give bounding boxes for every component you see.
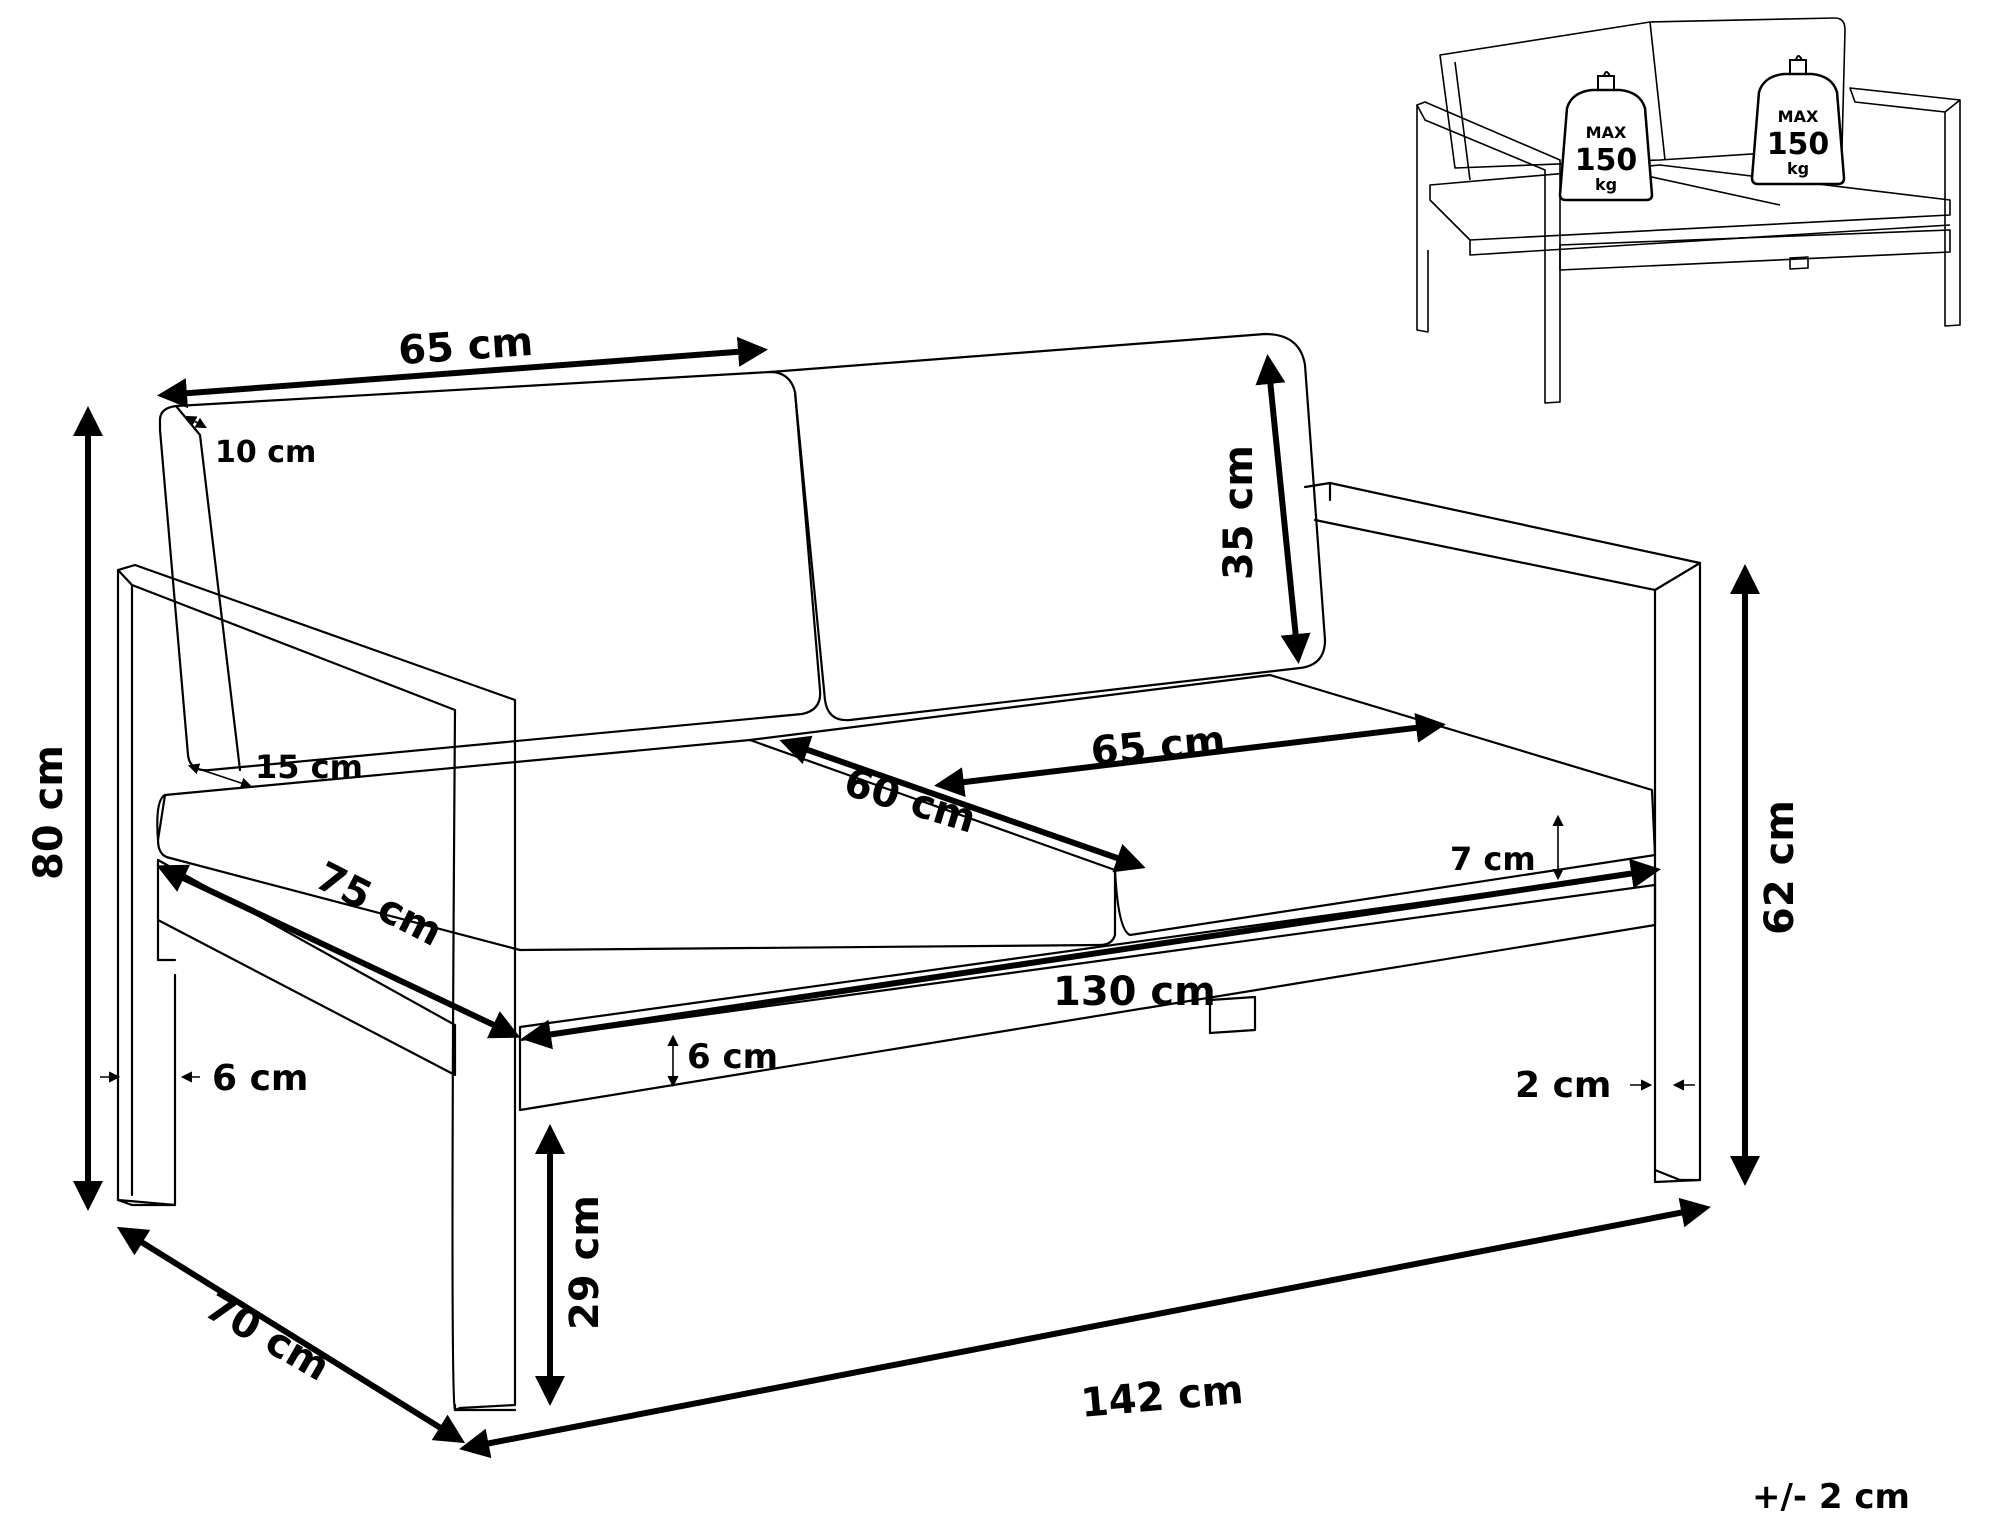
label-width: 142 cm	[1079, 1367, 1245, 1427]
label-back-width: 65 cm	[397, 319, 535, 374]
dim-seat-depth	[779, 735, 1146, 873]
back-cushion-right	[768, 332, 1327, 722]
weight-badge-left: MAX 150 kg	[1558, 71, 1654, 202]
label-leg-width: 6 cm	[212, 1058, 308, 1099]
back-cushion-left	[158, 370, 822, 772]
tolerance-note: +/- 2 cm	[1752, 1477, 1910, 1517]
badge-right-max: MAX	[1778, 107, 1819, 126]
center-support	[1208, 995, 1257, 1035]
left-armrest	[116, 563, 517, 1412]
dimension-labels: 65 cm 10 cm 35 cm 15 cm 80 cm 65 cm 60 c…	[26, 319, 1910, 1517]
dim-back-width	[157, 336, 768, 409]
dim-depth	[116, 1226, 466, 1444]
badge-left-unit: kg	[1595, 175, 1617, 194]
label-ground-clearance: 29 cm	[562, 1195, 608, 1330]
dim-arm-length	[156, 864, 521, 1039]
left-side-rail	[156, 858, 457, 1077]
right-armrest	[1303, 481, 1702, 1184]
dim-inner-width	[521, 858, 1661, 1050]
rear-leg-left	[156, 918, 177, 962]
label-back-height: 35 cm	[1216, 445, 1262, 580]
dim-width	[459, 1197, 1711, 1459]
badge-right-unit: kg	[1787, 159, 1809, 178]
label-inner-width: 130 cm	[1053, 969, 1216, 1015]
sofa-thumbnail: MAX 150 kg MAX 150 kg	[1416, 17, 1961, 404]
label-seat-width: 65 cm	[1089, 718, 1227, 776]
label-seat-back-depth: 15 cm	[255, 748, 363, 786]
badge-left-value: 150	[1575, 143, 1638, 178]
badge-right-value: 150	[1767, 127, 1830, 162]
label-seat-depth: 60 cm	[839, 759, 982, 842]
label-back-thickness: 10 cm	[215, 435, 316, 470]
label-frame-height: 6 cm	[687, 1037, 778, 1077]
dim-back-thickness	[185, 415, 207, 429]
badge-left-max: MAX	[1586, 123, 1627, 142]
dim-seat-back-depth	[187, 763, 253, 789]
label-arm-length: 75 cm	[308, 853, 449, 955]
label-leg-gap: 2 cm	[1515, 1065, 1611, 1106]
dimension-lines	[73, 336, 1760, 1459]
label-depth: 70 cm	[197, 1283, 337, 1390]
weight-badge-right: MAX 150 kg	[1750, 55, 1846, 186]
label-armrest-height: 62 cm	[1757, 800, 1803, 935]
label-cushion-height: 7 cm	[1450, 840, 1536, 878]
label-total-height: 80 cm	[26, 745, 72, 880]
dim-back-height	[1255, 354, 1311, 664]
